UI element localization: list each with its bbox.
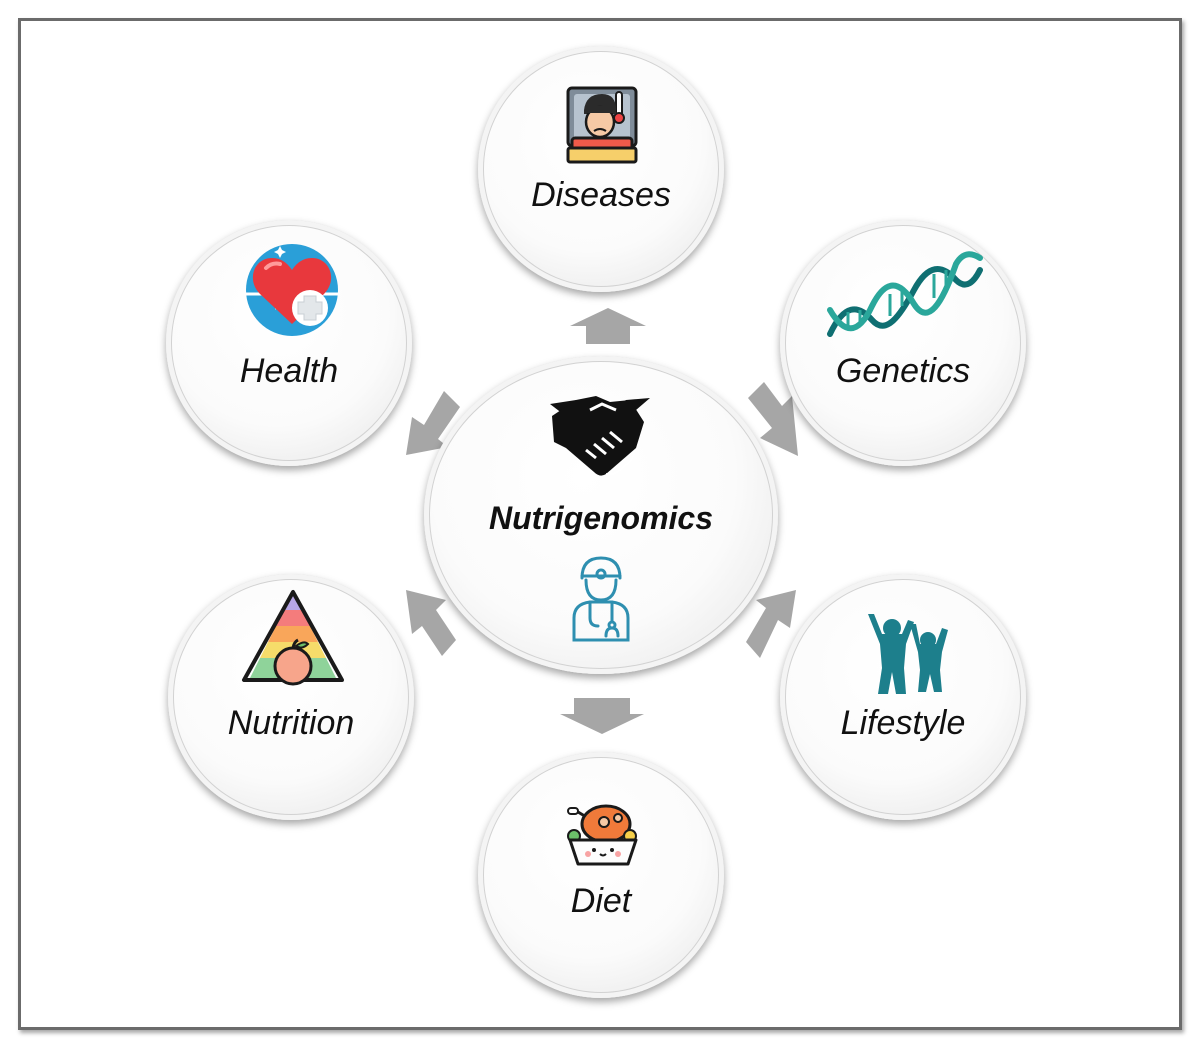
node-label-health: Health	[239, 352, 339, 390]
node-health: Health	[166, 220, 412, 466]
node-label-genetics: Genetics	[835, 352, 971, 390]
node-label-diet: Diet	[570, 882, 632, 920]
people-active-icon	[868, 614, 948, 694]
node-genetics: Genetics	[780, 220, 1026, 466]
node-label-nutrigenomics: Nutrigenomics	[488, 500, 714, 536]
arrow-to-diet	[560, 698, 644, 734]
node-label-lifestyle: Lifestyle	[840, 704, 966, 742]
sick-patient-icon	[566, 86, 638, 164]
arrow-to-nutrition	[406, 590, 456, 656]
arrow-to-diseases	[570, 308, 646, 344]
node-lifestyle: Lifestyle	[780, 574, 1026, 820]
arrow-to-lifestyle	[746, 590, 796, 658]
node-nutrition: Nutrition	[168, 574, 414, 820]
arrow-to-health	[406, 391, 460, 455]
food-pyramid-icon	[242, 590, 344, 686]
node-nutrigenomics: Nutrigenomics	[424, 356, 778, 674]
doctor-icon	[572, 556, 630, 642]
heart-health-icon	[244, 244, 340, 336]
node-diseases: Diseases	[478, 46, 724, 292]
dna-icon	[827, 251, 983, 337]
arrow-to-genetics	[748, 382, 798, 456]
food-bowl-icon	[567, 804, 638, 866]
node-diet: Diet	[478, 752, 724, 998]
node-label-diseases: Diseases	[531, 176, 671, 214]
handshake-icon	[550, 396, 650, 476]
node-label-nutrition: Nutrition	[227, 704, 355, 742]
